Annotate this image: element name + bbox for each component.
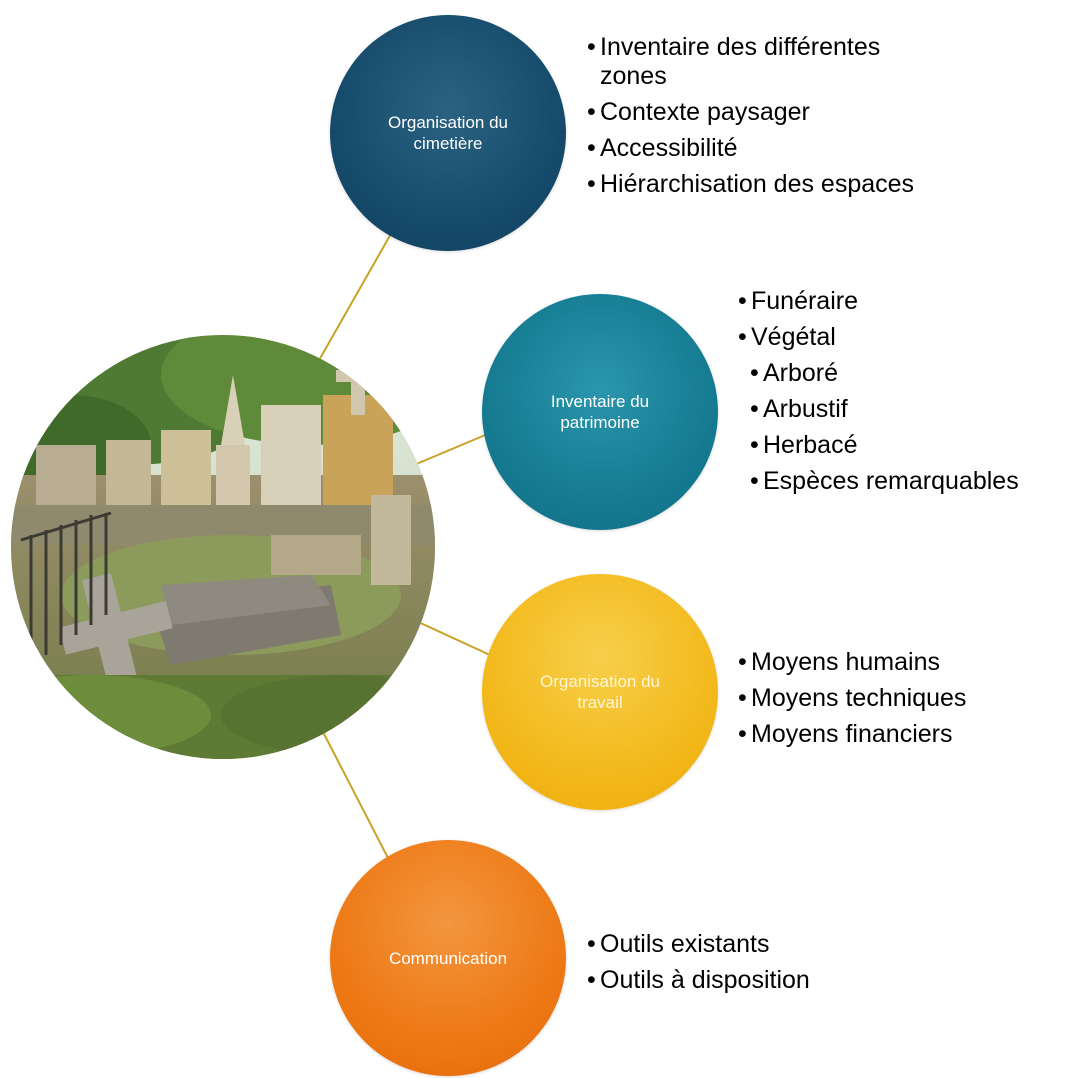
connector-line-4 [321,729,389,859]
list-item: Hiérarchisation des espaces [587,170,947,199]
node-inventaire-patrimoine: Inventaire du patrimoine [482,294,718,530]
list-item: Accessibilité [587,134,947,163]
list-inventaire-patrimoine: Funéraire Végétal Arboré Arbustif Herbac… [738,287,1068,503]
list-organisation-cimetiere: Inventaire des différentes zones Context… [587,33,947,206]
list-item: Outils à disposition [587,966,907,995]
connector-line-1 [317,231,393,363]
connector-line-2 [413,432,491,466]
list-subitem: Arboré [750,359,1068,388]
list-subitem: Arbustif [750,395,1068,424]
node-communication: Communication [330,840,566,1076]
list-organisation-travail: Moyens humains Moyens techniques Moyens … [738,648,1058,756]
node-organisation-cimetiere: Organisation du cimetière [330,15,566,251]
list-item: Moyens humains [738,648,1058,677]
list-subitem: Espèces remarquables [750,467,1068,496]
list-item: Inventaire des différentes zones [587,33,947,91]
node-label: Inventaire du patrimoine [550,392,650,432]
node-label: Organisation du cimetière [387,113,509,153]
node-label: Organisation du travail [539,672,661,712]
list-communication: Outils existants Outils à disposition [587,930,907,1002]
node-organisation-travail: Organisation du travail [482,574,718,810]
list-item: Contexte paysager [587,98,947,127]
list-subitem: Herbacé [750,431,1068,460]
list-item: Outils existants [587,930,907,959]
list-item: Funéraire [738,287,1068,316]
connector-line-3 [413,619,491,656]
list-item: Moyens financiers [738,720,1058,749]
node-label: Communication [388,948,508,968]
list-item: Végétal [738,323,1068,352]
cemetery-photo [11,335,435,759]
list-item: Moyens techniques [738,684,1058,713]
